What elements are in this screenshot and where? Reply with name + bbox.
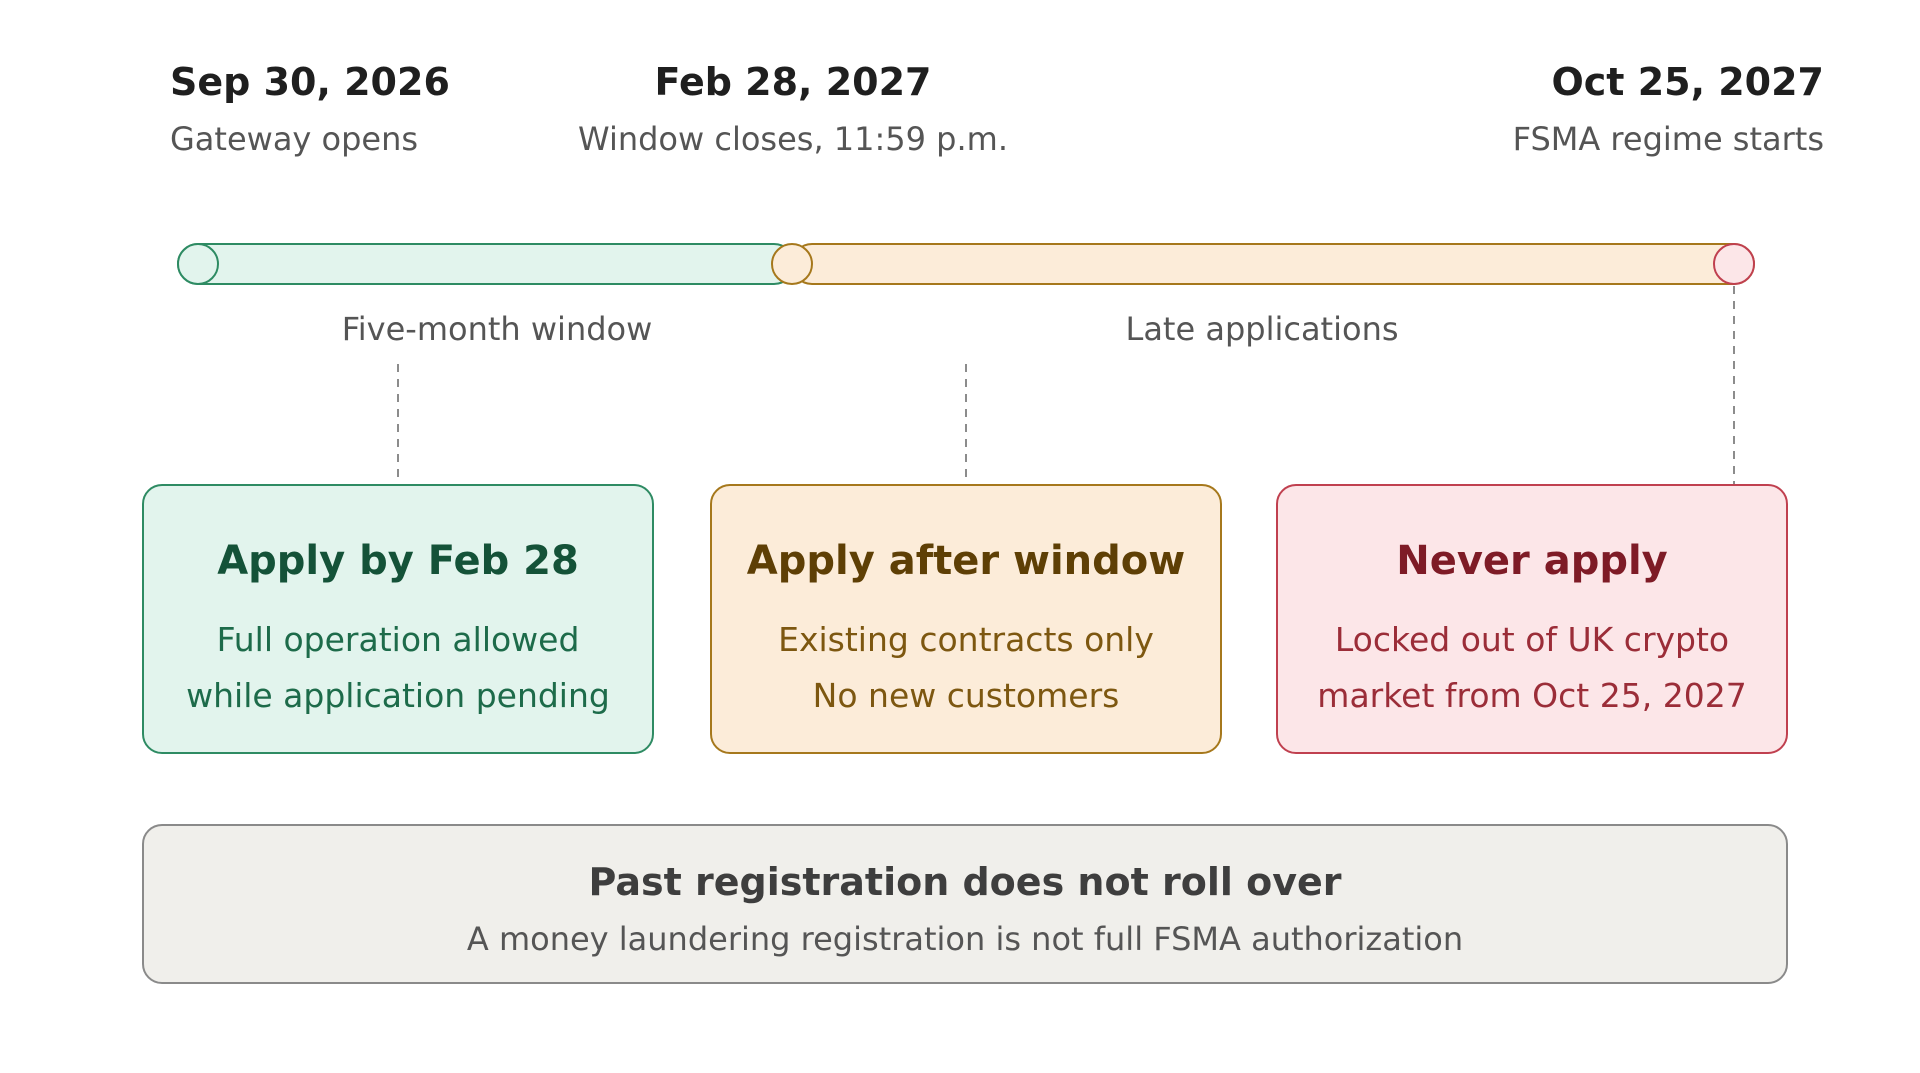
card-line: market from Oct 25, 2027 xyxy=(1317,676,1747,715)
timeline-segment-late xyxy=(791,243,1755,285)
segment-label-late: Late applications xyxy=(1125,310,1399,348)
note-text: A money laundering registration is not f… xyxy=(466,920,1464,958)
marker-gateway-open xyxy=(177,243,219,285)
card-line: Existing contracts only xyxy=(778,620,1154,659)
card-line: Locked out of UK crypto xyxy=(1334,620,1730,659)
milestone-date-fsma: Oct 25, 2027 xyxy=(1551,60,1824,104)
card-title: Never apply xyxy=(1396,538,1668,584)
milestone-date-window-close: Feb 28, 2027 xyxy=(654,60,932,104)
card-title: Apply by Feb 28 xyxy=(217,538,579,584)
milestone-label-fsma: FSMA regime starts xyxy=(1512,120,1824,158)
segment-label-window: Five-month window xyxy=(341,310,653,348)
card-apply-by-deadline: Apply by Feb 28 Full operation allowed w… xyxy=(142,484,654,754)
note-title: Past registration does not roll over xyxy=(588,860,1342,904)
milestone-date-gateway: Sep 30, 2026 xyxy=(170,60,450,104)
card-apply-after-window: Apply after window Existing contracts on… xyxy=(710,484,1222,754)
timeline-segment-window xyxy=(177,243,795,285)
card-line: Full operation allowed xyxy=(216,620,580,659)
card-never-apply: Never apply Locked out of UK crypto mark… xyxy=(1276,484,1788,754)
note-box: Past registration does not roll over A m… xyxy=(142,824,1788,984)
milestone-label-gateway: Gateway opens xyxy=(170,120,419,158)
card-line: while application pending xyxy=(186,676,610,715)
card-title: Apply after window xyxy=(746,538,1186,584)
marker-fsma-start xyxy=(1713,243,1755,285)
milestone-label-window-close: Window closes, 11:59 p.m. xyxy=(578,120,1008,158)
marker-window-close xyxy=(771,243,813,285)
card-line: No new customers xyxy=(812,676,1120,715)
timeline-graphic xyxy=(177,243,1755,484)
